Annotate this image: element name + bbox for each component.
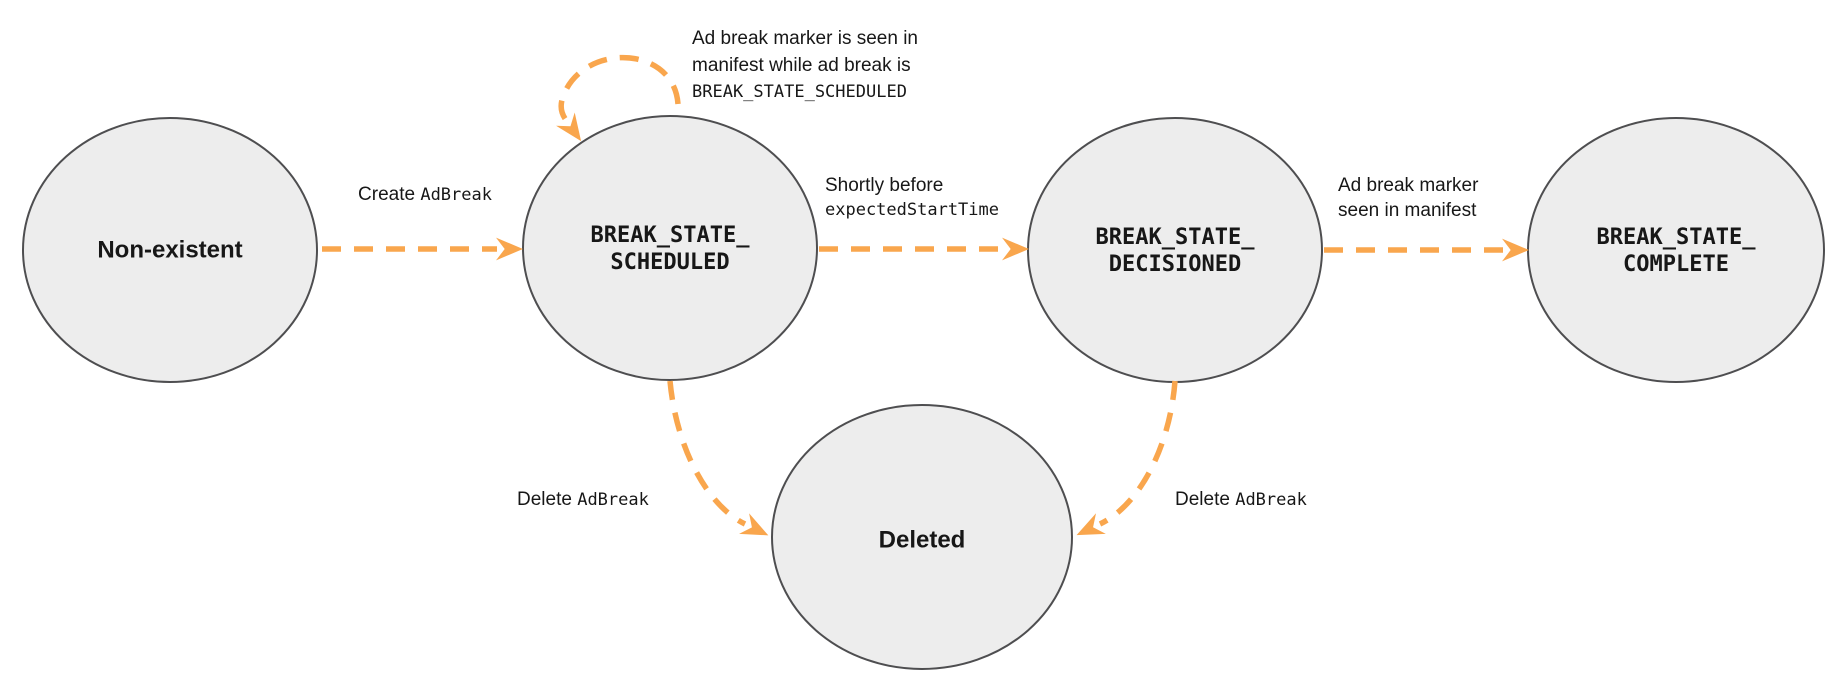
edge-label-delete-adbreak-left: Delete AdBreak bbox=[517, 489, 649, 510]
node-label-break-state-complete: BREAK_STATE_ COMPLETE bbox=[1596, 225, 1756, 277]
node-label-break-state-decisioned: BREAK_STATE_ DECISIONED bbox=[1095, 225, 1255, 277]
edge-label-shortly-before: Shortly before expectedStartTime bbox=[825, 175, 999, 220]
edge-label-self-loop: Ad break marker is seen in manifest whil… bbox=[692, 28, 918, 102]
node-non-existent bbox=[22, 117, 318, 383]
node-deleted bbox=[771, 404, 1073, 670]
edge-delete-from-scheduled-arrow bbox=[667, 380, 769, 536]
edge-label-delete-adbreak-right: Delete AdBreak bbox=[1175, 489, 1307, 510]
edge-label-create-adbreak: Create AdBreak bbox=[358, 184, 492, 205]
node-label-deleted: Deleted bbox=[878, 526, 966, 554]
node-break-state-scheduled bbox=[522, 115, 818, 381]
edge-label-marker-seen: Ad break marker seen in manifest bbox=[1338, 175, 1479, 221]
edge-delete-from-decisioned-arrow bbox=[1076, 380, 1178, 536]
node-label-break-state-scheduled: BREAK_STATE_ SCHEDULED bbox=[590, 223, 750, 275]
node-label-non-existent: Non-existent bbox=[97, 236, 243, 264]
edge-self-loop-arrow bbox=[556, 54, 681, 142]
